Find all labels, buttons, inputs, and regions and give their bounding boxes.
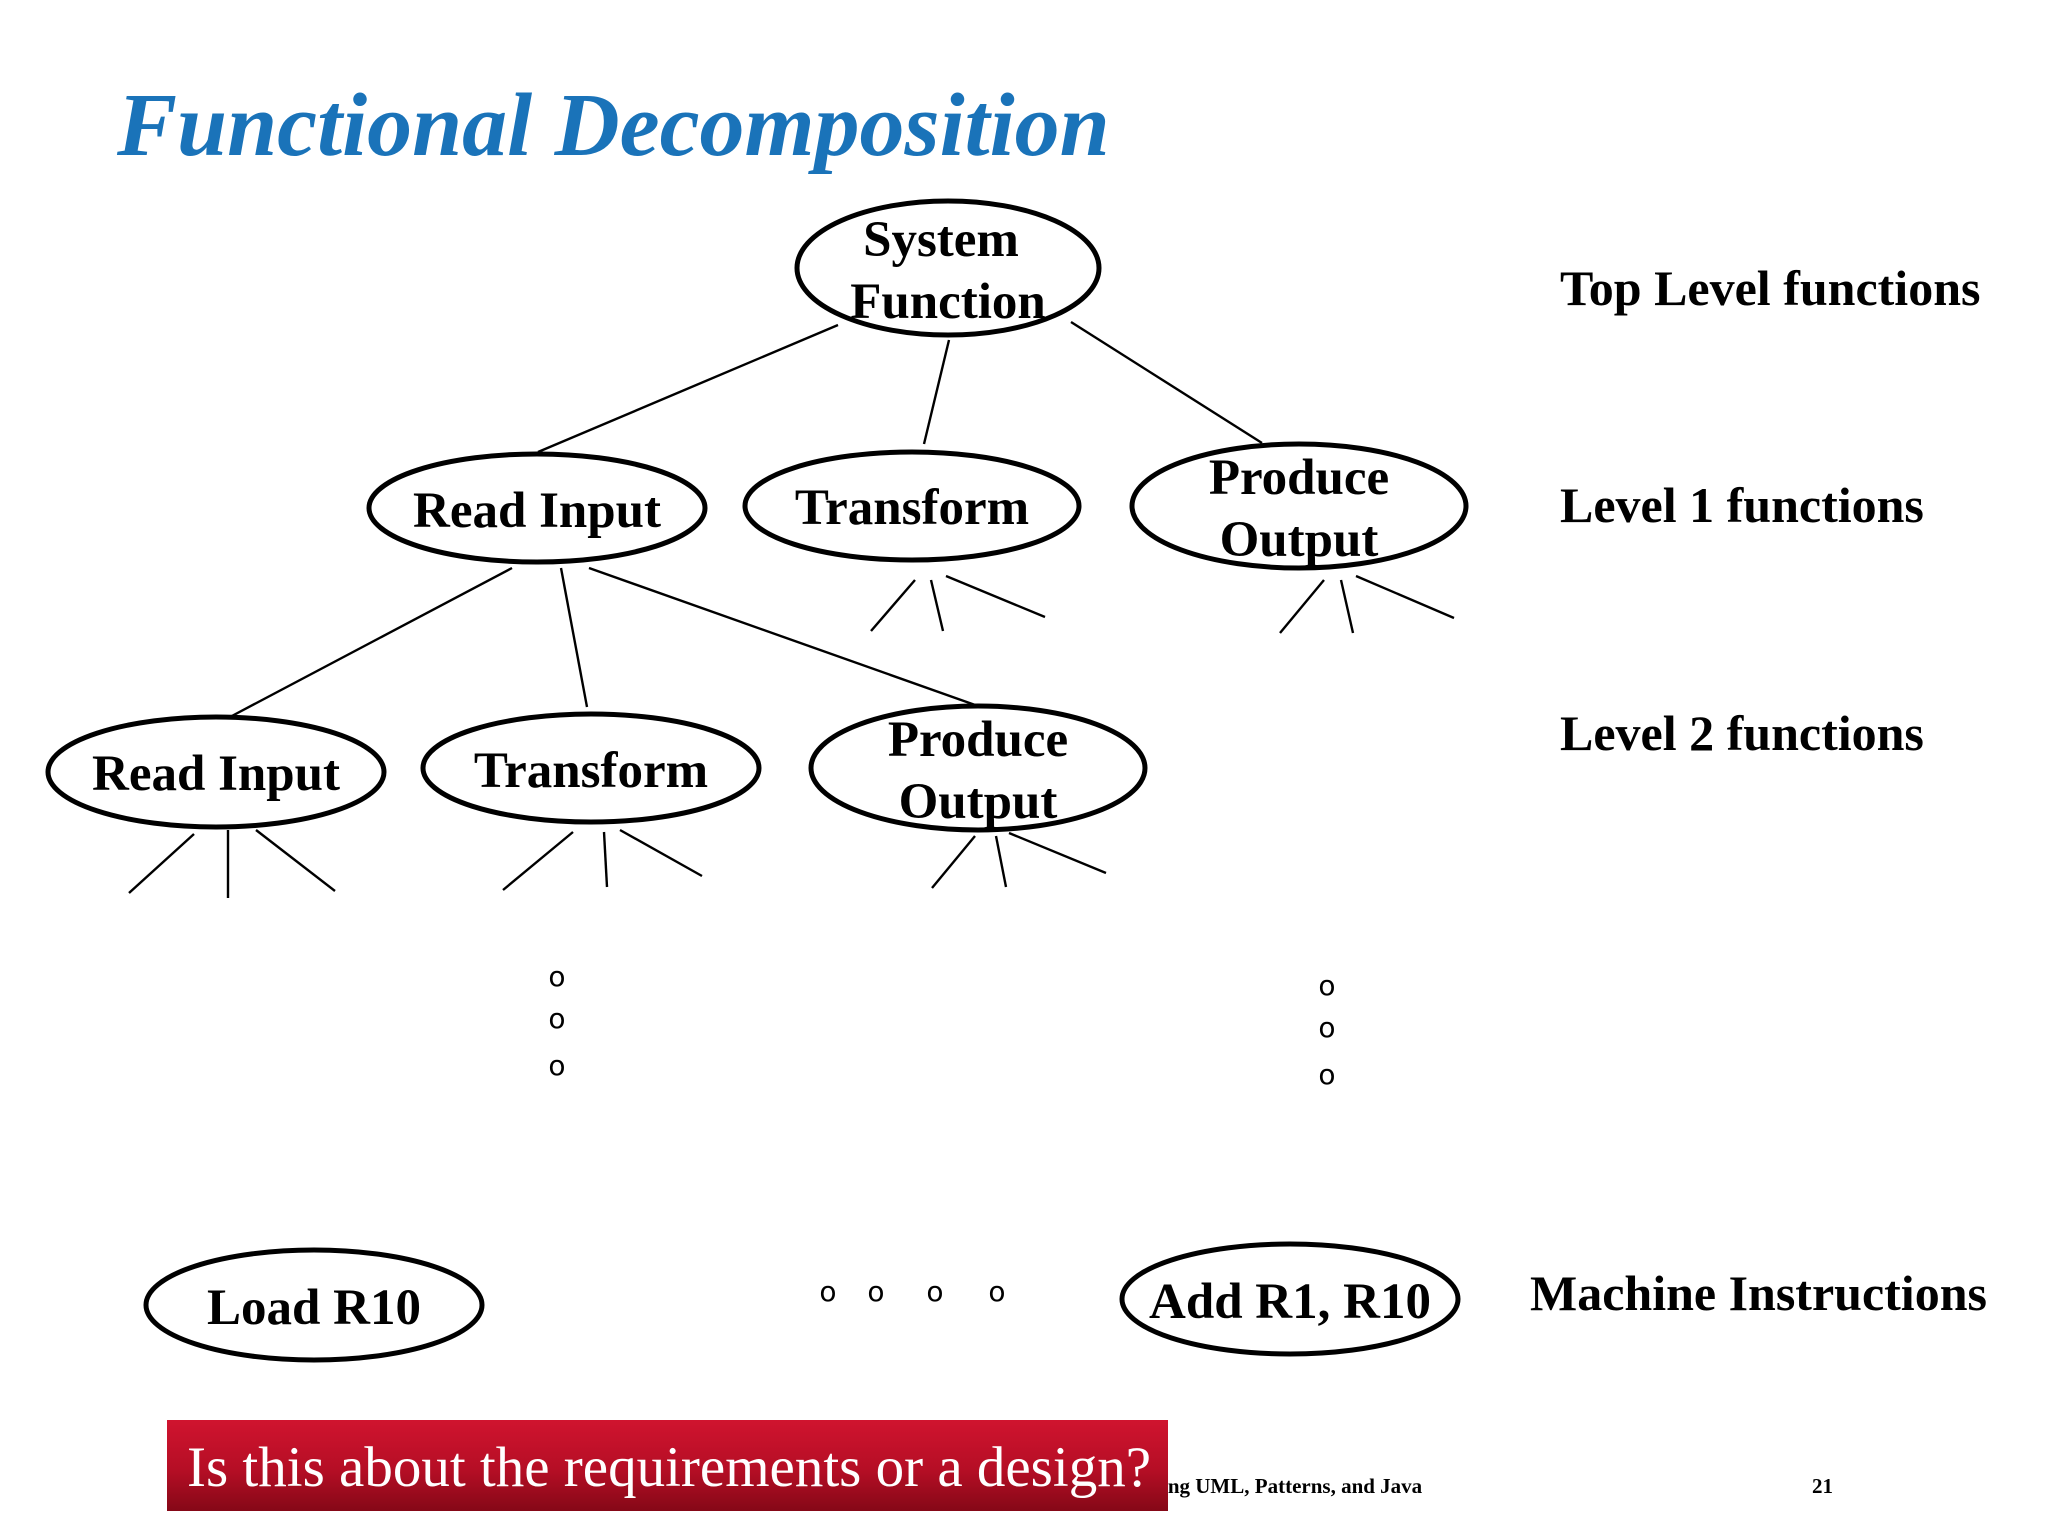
edge-l1-read-to-l2-transform bbox=[559, 567, 589, 708]
node-outline bbox=[794, 198, 1102, 338]
stub-edge bbox=[1008, 831, 1107, 875]
node-outline bbox=[143, 1247, 485, 1363]
ellipsis-dot: o bbox=[1318, 1011, 1335, 1044]
stub-edge bbox=[929, 579, 945, 632]
level-label-machine: Machine Instructions bbox=[1530, 1265, 1987, 1321]
stub-edge bbox=[1339, 579, 1355, 634]
caption-banner: Is this about the requirements or a desi… bbox=[167, 1420, 1168, 1511]
stub-edge bbox=[502, 831, 574, 891]
node-level2-produce-output: Produce Output bbox=[808, 703, 1148, 833]
node-label-line1: Produce bbox=[1209, 450, 1389, 506]
stub-edge bbox=[1355, 574, 1455, 620]
node-level1-transform: Transform bbox=[742, 449, 1082, 563]
node-label: Load R10 bbox=[207, 1280, 421, 1336]
ellipsis-dot: o bbox=[867, 1275, 884, 1308]
node-system-function: System Function bbox=[794, 198, 1102, 338]
stub-edge bbox=[255, 829, 336, 892]
node-label-line2: Function bbox=[850, 274, 1046, 330]
node-outline bbox=[1129, 441, 1469, 571]
stub-edge bbox=[602, 831, 609, 888]
footer-text: ing UML, Patterns, and Java bbox=[1162, 1474, 1423, 1498]
node-label: Read Input bbox=[413, 483, 661, 539]
stub-edge bbox=[619, 828, 703, 878]
node-label-line2: Output bbox=[899, 774, 1058, 830]
ellipsis-dot: o bbox=[548, 960, 565, 993]
stub-edge bbox=[870, 579, 916, 632]
edges-level1-to-level2 bbox=[229, 566, 979, 719]
ellipsis-dot: o bbox=[548, 1049, 565, 1082]
node-label-line1: System bbox=[863, 212, 1019, 268]
caption-banner-background bbox=[167, 1420, 1168, 1511]
edge-l1-read-to-l2-produce bbox=[588, 566, 979, 708]
ellipsis-dot: o bbox=[926, 1275, 943, 1308]
stubs-level2 bbox=[128, 828, 1107, 898]
node-label-line1: Produce bbox=[888, 712, 1068, 768]
edge-l1-read-to-l2-read bbox=[229, 566, 513, 719]
node-label: Add R1, R10 bbox=[1149, 1274, 1431, 1330]
ellipsis-dot: o bbox=[819, 1275, 836, 1308]
stub-edge bbox=[945, 574, 1046, 619]
ellipsis-dot: o bbox=[1318, 969, 1335, 1002]
node-label: Transform bbox=[474, 743, 708, 799]
edge-system-to-read-input bbox=[537, 323, 839, 454]
level-label-level1: Level 1 functions bbox=[1560, 477, 1924, 533]
stub-edge bbox=[931, 835, 976, 889]
node-outline bbox=[420, 711, 762, 825]
node-label-line2: Output bbox=[1220, 512, 1379, 568]
ellipsis-dot: o bbox=[988, 1275, 1005, 1308]
page-title: Functional Decomposition bbox=[116, 76, 1110, 175]
node-level1-read-input: Read Input bbox=[366, 451, 708, 565]
ellipsis-dot: o bbox=[548, 1002, 565, 1035]
node-outline bbox=[1119, 1241, 1461, 1357]
stub-edge bbox=[1279, 579, 1325, 634]
node-label: Read Input bbox=[92, 746, 340, 802]
node-add-r1-r10: Add R1, R10 bbox=[1119, 1241, 1461, 1357]
edges-top-to-level1 bbox=[537, 320, 1263, 454]
page-number: 21 bbox=[1812, 1474, 1833, 1498]
node-level2-read-input: Read Input bbox=[45, 714, 387, 830]
edge-system-to-produce-output bbox=[1070, 320, 1263, 445]
edge-system-to-transform bbox=[922, 339, 951, 445]
stub-edge bbox=[994, 835, 1008, 888]
level-label-level2: Level 2 functions bbox=[1560, 705, 1924, 761]
node-level1-produce-output: Produce Output bbox=[1129, 441, 1469, 571]
level-label-top: Top Level functions bbox=[1560, 260, 1980, 316]
node-outline bbox=[742, 449, 1082, 563]
node-outline bbox=[45, 714, 387, 830]
node-label: Transform bbox=[795, 480, 1029, 536]
vertical-ellipsis-left: o o o bbox=[548, 960, 565, 1082]
node-load-r10: Load R10 bbox=[143, 1247, 485, 1363]
stubs-level1 bbox=[870, 574, 1455, 634]
node-outline bbox=[366, 451, 708, 565]
stub-edge bbox=[128, 833, 195, 894]
horizontal-ellipsis: o o o o bbox=[819, 1275, 1005, 1308]
vertical-ellipsis-right: o o o bbox=[1318, 969, 1335, 1091]
caption-banner-text: Is this about the requirements or a desi… bbox=[187, 1436, 1151, 1499]
ellipsis-dot: o bbox=[1318, 1058, 1335, 1091]
node-level2-transform: Transform bbox=[420, 711, 762, 825]
node-outline bbox=[808, 703, 1148, 833]
